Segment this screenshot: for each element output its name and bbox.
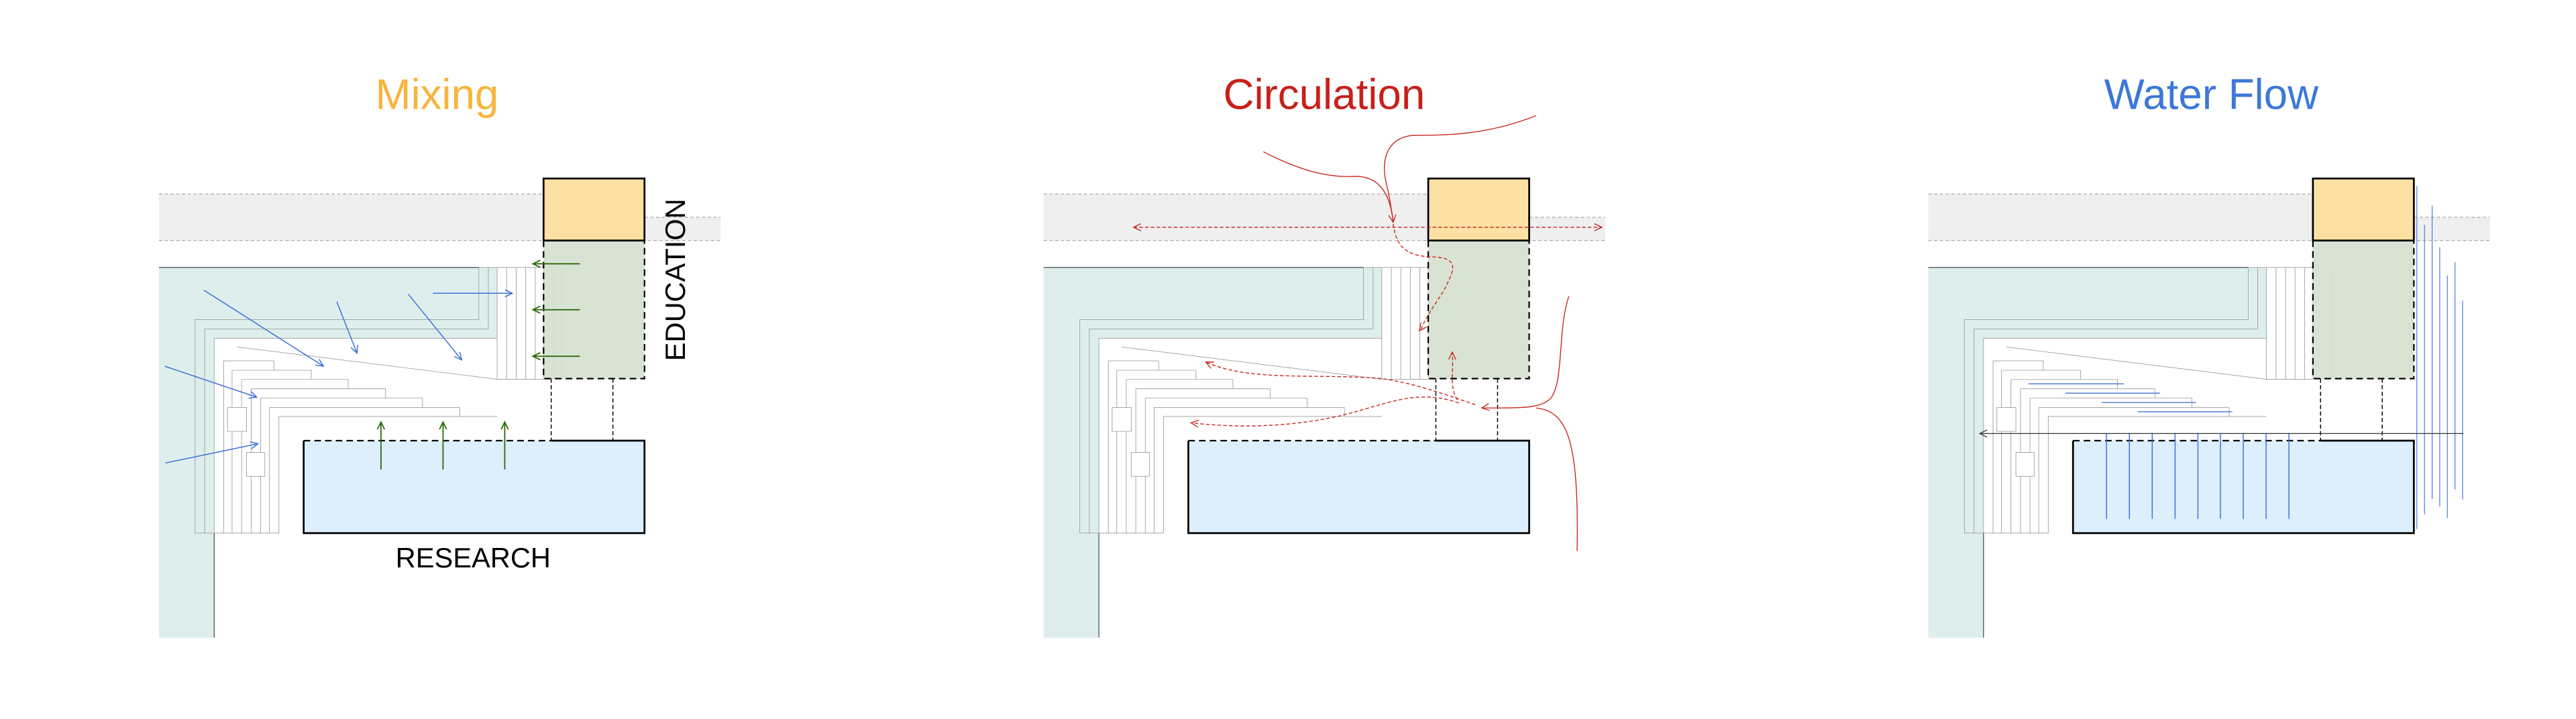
step-line [231, 370, 312, 533]
step-line [1163, 416, 1382, 533]
education-top-volume [542, 177, 646, 241]
seat-block [246, 452, 266, 477]
seat-block [227, 407, 247, 432]
step-line [269, 407, 460, 533]
education-top-volume [1427, 177, 1530, 241]
circulation-arrow-icon [1388, 214, 1397, 224]
circulation-arrow-icon [1594, 223, 1603, 231]
circulation-path [1536, 407, 1578, 551]
terrace-line [1089, 267, 1374, 533]
education-label: EDUCATION [659, 199, 691, 361]
blue-arrow-icon [408, 294, 462, 361]
step-line [223, 360, 274, 533]
circulation-arrow-icon [1189, 419, 1199, 428]
panel-water-flow: Water Flow [1928, 71, 2490, 638]
water-direction-arrow-icon-head [1978, 429, 1988, 438]
green-arrow-icon-head [531, 260, 541, 268]
green-arrow-icon-head [531, 305, 541, 314]
step-line [1116, 370, 1197, 533]
education-volume [2312, 240, 2414, 379]
research-volume [303, 441, 645, 533]
seat-block [1996, 407, 2017, 432]
blue-arrow-icon-head [250, 441, 260, 449]
green-arrow-icon-head [439, 421, 447, 430]
research-volume [1188, 441, 1529, 533]
green-arrow-icon-head [531, 352, 541, 361]
blue-arrow-icon-head [248, 391, 258, 399]
terrace-line [1098, 267, 1383, 533]
ramp-line [1122, 346, 1382, 380]
step-line [1992, 360, 2044, 533]
step-line [2001, 370, 2081, 533]
step-line [241, 379, 349, 533]
landscape-area [1043, 267, 1382, 638]
blue-arrow-icon-head [315, 359, 325, 367]
circulation-arrow-icon [1481, 403, 1490, 411]
circulation-arrow-icon [1448, 351, 1456, 360]
blue-arrow-icon [164, 366, 258, 398]
circulation-paths [1132, 115, 1603, 551]
terrace-line [213, 267, 498, 533]
circulation-arrow-icon [1418, 322, 1428, 332]
terrace-line [1079, 267, 1364, 533]
step-line [1153, 407, 1345, 533]
stair-line [1381, 338, 1429, 380]
education-volume [543, 240, 645, 379]
stair-line [496, 338, 544, 380]
blue-arrow-icon [336, 301, 358, 353]
education-volume [1428, 240, 1529, 379]
seat-block [1130, 452, 1150, 477]
circulation-arrow-icon [1205, 361, 1214, 369]
water-flow-lines [1978, 186, 2464, 529]
mixing-arrows [164, 260, 580, 470]
ramp-line [2006, 346, 2267, 380]
circulation-path [1481, 296, 1570, 408]
ramp-line [237, 346, 498, 380]
research-outline [1187, 439, 1530, 535]
panel-title-circulation: Circulation [1224, 71, 1426, 119]
step-line [1108, 360, 1159, 533]
circulation-path [1191, 396, 1459, 427]
panel-title-water-flow: Water Flow [2104, 71, 2320, 119]
blue-arrow-icon-head [453, 351, 463, 362]
circulation-path [1452, 351, 1458, 400]
circulation-arrow-icon [1132, 223, 1142, 231]
circulation-path [1384, 115, 1537, 221]
education-top-volume [2312, 177, 2415, 241]
step-line [278, 416, 498, 533]
panel-mixing: Mixing RESEARCH EDUCATION [158, 71, 721, 638]
circulation-path [1263, 151, 1394, 221]
research-label: RESEARCH [396, 542, 551, 573]
seat-block [1112, 407, 1132, 432]
education-outline [2312, 240, 2415, 380]
terrace-line [204, 267, 489, 533]
blue-arrow-icon-head [504, 289, 514, 298]
terrace-line [1964, 267, 2249, 533]
landscape-area [1928, 267, 2267, 638]
seat-block [2015, 452, 2035, 477]
step-line [1126, 379, 1234, 533]
panel-circulation: Circulation [1043, 71, 1606, 638]
circulation-path [1205, 362, 1476, 405]
step-line [2047, 416, 2267, 533]
blue-arrow-icon-head [350, 345, 358, 355]
landscape-area [158, 267, 498, 638]
blue-arrow-icon [165, 443, 258, 464]
research-outline [303, 439, 646, 535]
circulation-path [1393, 223, 1454, 329]
stair-line [2266, 338, 2313, 380]
blue-arrow-icon [203, 290, 324, 367]
panel-title-mixing: Mixing [375, 71, 498, 119]
green-arrow-icon-head [500, 421, 509, 430]
green-arrow-icon-head [376, 421, 386, 430]
education-outline [1427, 240, 1530, 380]
research-outline [2072, 439, 2415, 535]
terrace-line [1974, 267, 2258, 533]
